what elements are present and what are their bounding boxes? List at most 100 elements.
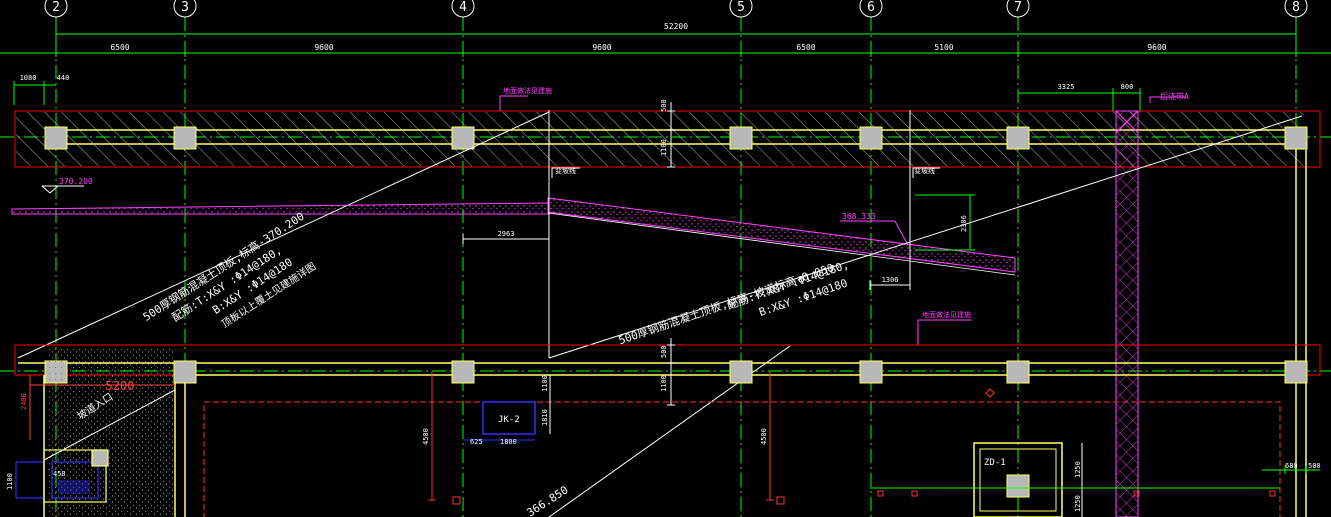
note-mid: 地面做法见建施 xyxy=(922,310,971,319)
axis-label-7: 7 xyxy=(1014,0,1022,15)
column[interactable] xyxy=(859,126,883,150)
elev-mid: 368.333 xyxy=(842,212,876,221)
ramp-label-2: 变坡线 xyxy=(914,166,935,175)
axis-label-6: 6 xyxy=(867,0,875,15)
ramp-dims xyxy=(462,234,911,290)
jk-2-opening[interactable] xyxy=(482,401,536,435)
marker xyxy=(985,388,995,398)
dimension-chain-top xyxy=(0,30,1331,57)
dim-span-5: 5100 xyxy=(934,43,953,52)
column[interactable] xyxy=(451,126,475,150)
wall-dims-mid xyxy=(667,338,675,406)
note-top-leader xyxy=(499,95,528,111)
dim-span-3: 9600 xyxy=(592,43,611,52)
dim-vert-1: 4500 xyxy=(422,428,430,445)
column[interactable] xyxy=(173,126,197,150)
column[interactable] xyxy=(1006,360,1030,384)
axis-grid xyxy=(0,17,1331,517)
dim-zd-h2: 1250 xyxy=(1074,495,1082,512)
dim-wall-h4: 1100 xyxy=(660,375,668,392)
dim-jk-w1: 625 xyxy=(470,438,483,446)
dim-left-1: 1080 xyxy=(20,74,37,82)
bottom-markers xyxy=(877,490,1276,497)
axis-bubble-2[interactable]: 2 xyxy=(44,0,68,18)
axis-label-2: 2 xyxy=(52,0,60,15)
right-small-dims xyxy=(1018,88,1141,112)
dim-span-2: 9600 xyxy=(314,43,333,52)
elev-left: 370.200 xyxy=(59,177,93,186)
dim-bottom-1: 1100 xyxy=(6,473,14,490)
dim-right-2: 800 xyxy=(1121,83,1134,91)
dim-span-6: 9600 xyxy=(1147,43,1166,52)
note-right: 后浇带A xyxy=(1160,91,1189,101)
marker xyxy=(452,496,461,505)
dim-bottom-2: 450 xyxy=(53,470,66,478)
axis-bubble-4[interactable]: 4 xyxy=(451,0,475,18)
column[interactable] xyxy=(729,360,753,384)
column[interactable] xyxy=(1284,360,1308,384)
vertical-dims xyxy=(428,371,774,501)
axis-bubble-8[interactable]: 8 xyxy=(1284,0,1308,18)
dim-span-4: 6500 xyxy=(796,43,815,52)
dim-jk-h2: 1810 xyxy=(541,409,549,426)
slab-note-1: 500厚钢筋混凝土顶板,标高-370.200 配筋:T:X&Y :Φ14@180… xyxy=(140,209,318,330)
axis-label-8: 8 xyxy=(1292,0,1300,15)
dim-total: 52200 xyxy=(664,22,688,31)
dim-ramp-h: 2306 xyxy=(960,215,968,232)
dim-zd-h1: 1250 xyxy=(1074,461,1082,478)
ramp-flat xyxy=(11,202,549,215)
axis-bubble-6[interactable]: 6 xyxy=(859,0,883,18)
axis-bubble-3[interactable]: 3 xyxy=(173,0,197,18)
column[interactable] xyxy=(1006,126,1030,150)
top-columns xyxy=(44,126,1308,150)
dim-right-b1: 680 xyxy=(1285,462,1298,470)
dim-jk-w2: 1800 xyxy=(500,438,517,446)
zd-1-column[interactable] xyxy=(1006,474,1030,498)
wall-dims-top xyxy=(667,102,675,168)
bottom-right-dims xyxy=(870,466,1320,489)
slab-diagonal-3 xyxy=(548,345,791,517)
ramp-label-1: 变坡线 xyxy=(555,166,576,175)
bottom-elev: 366.850 xyxy=(525,483,571,517)
axis-bubble-5[interactable]: 5 xyxy=(729,0,753,18)
top-slab-hatch xyxy=(16,112,1304,166)
room-height: 2400 xyxy=(20,393,28,410)
column[interactable] xyxy=(859,360,883,384)
room-dims xyxy=(29,375,175,440)
dim-wall-h2: 1100 xyxy=(660,139,668,156)
marker xyxy=(776,496,785,505)
column[interactable] xyxy=(173,360,197,384)
slab-diagonal-2 xyxy=(548,115,1303,359)
axis-label-4: 4 xyxy=(459,0,467,15)
dim-wall-h3: 500 xyxy=(660,345,668,358)
axis-label-5: 5 xyxy=(737,0,745,15)
axis-bubbles: 2 3 4 5 6 7 8 xyxy=(44,0,1308,18)
post-pour-strip xyxy=(1115,110,1139,517)
jk-label: JK-2 xyxy=(498,415,520,425)
dim-ramp-w2: 1306 xyxy=(882,276,899,284)
zd-1-box[interactable] xyxy=(973,442,1063,517)
column[interactable] xyxy=(729,126,753,150)
column[interactable] xyxy=(1284,126,1308,150)
column[interactable] xyxy=(451,360,475,384)
dim-right-1: 3325 xyxy=(1058,83,1075,91)
room-width: 5200 xyxy=(106,379,135,393)
opening-wall xyxy=(43,449,109,503)
dim-right-b2: 500 xyxy=(1308,462,1321,470)
dim-left-2: 440 xyxy=(57,74,70,82)
slab-diagonal-1 xyxy=(17,111,550,359)
left-small-dims xyxy=(13,81,56,105)
column[interactable] xyxy=(44,126,68,150)
note-mid-leader xyxy=(917,319,972,345)
dim-span-1: 6500 xyxy=(110,43,129,52)
dim-wall-h1: 500 xyxy=(660,99,668,112)
opening-left-1[interactable] xyxy=(15,461,45,499)
note-top: 地面做法见建施 xyxy=(503,86,552,95)
ramp-slope xyxy=(547,197,1016,273)
opening-left-2[interactable] xyxy=(51,461,99,499)
dim-jk-h1: 1100 xyxy=(541,375,549,392)
slab-note-2: 500厚钢筋混凝土顶板,标高-坡道标高-0.050 配筋:T:X&Y :Φ14@… xyxy=(617,257,851,347)
axis-bubble-7[interactable]: 7 xyxy=(1006,0,1030,18)
axis-label-3: 3 xyxy=(181,0,189,15)
